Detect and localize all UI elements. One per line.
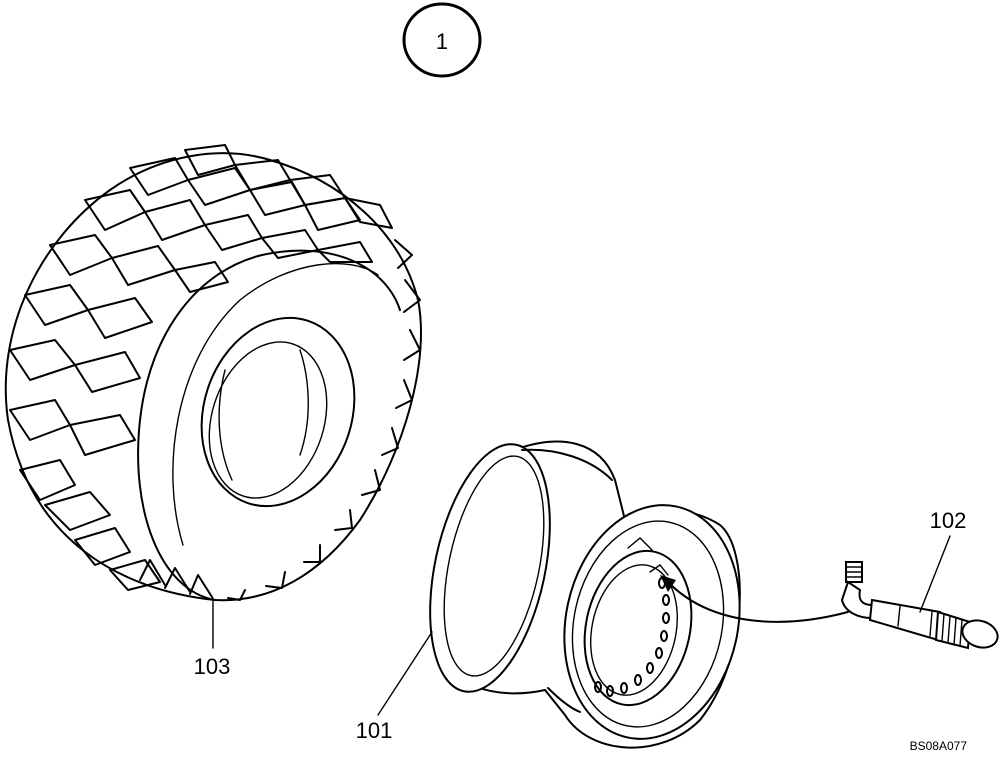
rim-bolt-holes	[594, 577, 670, 697]
tire-callout-label: 103	[194, 654, 231, 679]
rim-leader-line	[377, 631, 433, 716]
rim-callout-label: 101	[356, 718, 393, 743]
index-number: 1	[436, 29, 448, 54]
valve-leader-line	[919, 535, 951, 613]
rim-part	[429, 440, 741, 749]
valve-part	[840, 561, 999, 650]
valve-assembly-arrow	[667, 581, 849, 623]
tread-pattern	[9, 144, 421, 601]
tire-part	[4, 144, 422, 602]
valve-callout-label: 102	[930, 508, 967, 533]
drawing-code: BS08A077	[910, 739, 968, 753]
arrowhead	[660, 575, 676, 592]
index-marker: 1	[402, 2, 482, 78]
